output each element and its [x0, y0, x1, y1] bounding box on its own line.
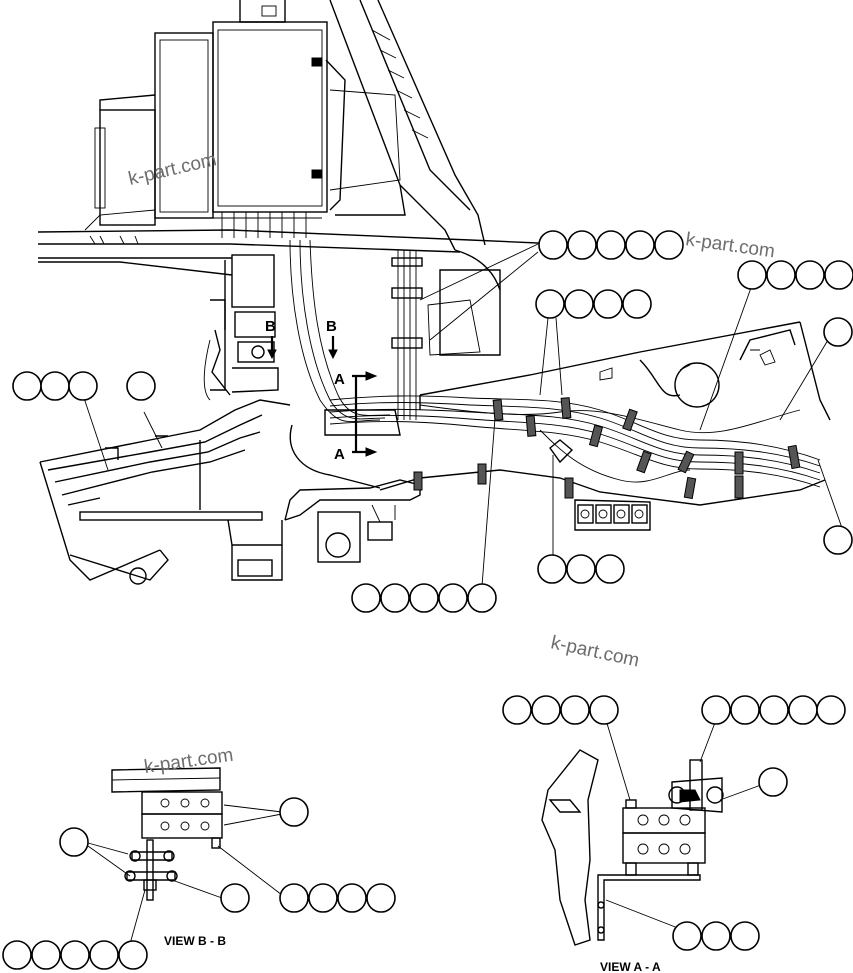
- callout-bubble: [566, 554, 596, 584]
- section-marker-b-right: B: [326, 318, 337, 335]
- callout-bubble: [823, 525, 853, 555]
- callout-bubble: [567, 230, 597, 260]
- callout-bubble: [730, 695, 760, 725]
- callout-bubble: [60, 940, 90, 970]
- callout-bubble: [279, 883, 309, 913]
- callout-bubble: [118, 940, 148, 970]
- callout-bubble: [308, 883, 338, 913]
- boom-structure: [239, 0, 486, 251]
- callout-bubble: [701, 921, 731, 951]
- callout-bubble: [538, 230, 568, 260]
- callout-bubble: [816, 695, 846, 725]
- callout-bubble: [701, 695, 731, 725]
- callout-bubble: [535, 289, 565, 319]
- callout-bubble: [589, 695, 619, 725]
- callout-bubble: [12, 371, 42, 401]
- callout-bubble: [654, 230, 684, 260]
- callout-bubble: [759, 695, 789, 725]
- left-hoses: [203, 260, 231, 401]
- callout-bubble: [788, 695, 818, 725]
- view-b-b: VIEW B - B: [2, 767, 396, 970]
- watermark-text: k-part.com: [143, 745, 235, 778]
- callout-bubble: [622, 289, 652, 319]
- callout-bubble: [625, 230, 655, 260]
- callout-bubble: [758, 767, 788, 797]
- lower-pivot: [284, 479, 421, 563]
- watermark-text: k-part.com: [126, 149, 218, 190]
- view-b-b-label: VIEW B - B: [164, 934, 226, 948]
- callout-bubble: [596, 230, 626, 260]
- callout-bubble: [595, 554, 625, 584]
- callout-bubble: [380, 583, 410, 613]
- section-markers: B B A A: [265, 318, 378, 463]
- callout-bubble: [824, 260, 853, 290]
- callout-bubble: [672, 921, 702, 951]
- callout-bubble: [737, 260, 767, 290]
- right-boom: [329, 321, 831, 531]
- callout-bubble: [68, 371, 98, 401]
- leader-lines: [83, 243, 843, 587]
- callout-bubble: [31, 940, 61, 970]
- callout-bubble: [351, 583, 381, 613]
- callout-bubble: [2, 940, 32, 970]
- callout-bubble: [366, 883, 396, 913]
- lower-left-arm: [39, 399, 291, 585]
- watermark-text: k-part.com: [549, 632, 641, 671]
- callout-bubble: [730, 921, 760, 951]
- callout-bubble: [531, 695, 561, 725]
- callout-bubble: [40, 371, 70, 401]
- callout-bubble: [409, 583, 439, 613]
- callout-bubble: [593, 289, 623, 319]
- section-marker-b-left: B: [265, 318, 276, 335]
- callout-bubble: [126, 371, 156, 401]
- callout-bubble: [220, 883, 250, 913]
- callout-bubble: [795, 260, 825, 290]
- upper-frame: [37, 229, 621, 276]
- callout-bubble: [564, 289, 594, 319]
- callout-bubble: [89, 940, 119, 970]
- electrical-cabinet: [84, 21, 328, 238]
- callout-bubble: [766, 260, 796, 290]
- view-a-a-label: VIEW A - A: [600, 960, 661, 973]
- callout-bubble: [337, 883, 367, 913]
- rod-bundle: [391, 249, 501, 420]
- view-a-a: VIEW A - A: [502, 695, 846, 973]
- callout-bubble: [467, 583, 497, 613]
- callout-bubble: [823, 317, 853, 347]
- callout-bubble: [560, 695, 590, 725]
- callout-bubble: [537, 554, 567, 584]
- callout-bubble: [438, 583, 468, 613]
- main-assembly: B B A A: [12, 0, 853, 613]
- section-marker-a-bottom: A: [334, 446, 345, 463]
- callout-bubble: [502, 695, 532, 725]
- callout-bubble: [59, 827, 89, 857]
- callout-bubble: [279, 797, 309, 827]
- callout-bubbles: [12, 230, 853, 613]
- watermark-text: k-part.com: [684, 229, 776, 262]
- section-marker-a-top: A: [334, 371, 345, 388]
